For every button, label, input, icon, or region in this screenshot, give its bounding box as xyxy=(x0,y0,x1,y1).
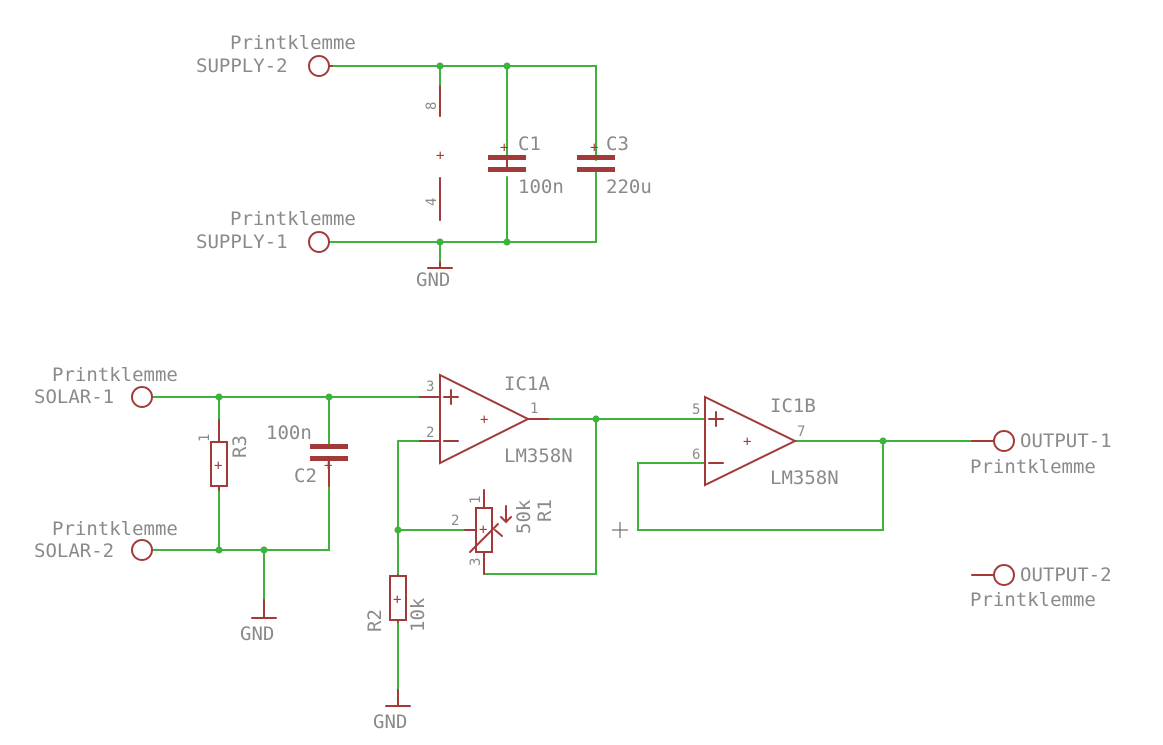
potentiometer-r1: + xyxy=(464,489,512,575)
wire-supply2-rail xyxy=(329,65,597,161)
wire-supply1-rail xyxy=(329,171,597,243)
r2-value: 10k xyxy=(407,597,429,632)
solar2-name: SOLAR-2 xyxy=(34,540,114,562)
c2-value: 100n xyxy=(266,422,312,444)
svg-text:+: + xyxy=(480,412,488,428)
output2-name: OUTPUT-2 xyxy=(1020,564,1112,586)
ic1a-name: IC1A xyxy=(504,373,550,395)
ic1b-pin6: 6 xyxy=(692,447,700,463)
output1-type: Printklemme xyxy=(970,456,1096,478)
supply2-type: Printklemme xyxy=(230,32,356,54)
svg-text:+: + xyxy=(590,140,598,156)
capacitor-c2: + xyxy=(310,444,348,487)
ic1a-pin3: 3 xyxy=(426,379,434,395)
r2-name: R2 xyxy=(364,609,386,632)
svg-text:+: + xyxy=(500,140,508,156)
c3-name: C3 xyxy=(606,133,629,155)
cursor-crosshair xyxy=(612,522,628,538)
gnd-symbol-top xyxy=(427,261,453,269)
gnd-label-left: GND xyxy=(240,623,274,645)
c3-value: 220u xyxy=(606,176,652,198)
connector-supply1[interactable] xyxy=(308,231,330,253)
solar2-type: Printklemme xyxy=(52,518,178,540)
c2-name: C2 xyxy=(294,465,317,487)
svg-text:+: + xyxy=(214,458,222,474)
gnd-label-top: GND xyxy=(416,269,450,291)
ic1b-part: LM358N xyxy=(770,467,839,489)
gnd-symbol-bottom xyxy=(385,689,411,707)
capacitor-c3: + xyxy=(577,140,615,172)
ic-power-plus-mark: + xyxy=(436,148,444,164)
resistor-r2: + xyxy=(389,574,407,623)
resistor-r3: + xyxy=(210,419,228,491)
supply-section: 8 4 + + C1 100n + C3 220u GND xyxy=(196,32,652,291)
r3-pin1: 1 xyxy=(197,434,213,442)
solar1-type: Printklemme xyxy=(52,364,178,386)
svg-text:+: + xyxy=(324,458,332,474)
gnd-symbol-left xyxy=(251,599,277,619)
ic1b-pin5: 5 xyxy=(692,402,700,418)
supply1-name: SUPPLY-1 xyxy=(196,231,288,253)
supply1-type: Printklemme xyxy=(230,208,356,230)
r1-pin2: 2 xyxy=(451,513,459,529)
solar1-name: SOLAR-1 xyxy=(34,386,114,408)
ic1a-part: LM358N xyxy=(504,445,573,467)
ic1b-pin7: 7 xyxy=(797,424,805,440)
svg-text:+: + xyxy=(479,522,487,538)
wire-solar2-ground-bus xyxy=(152,485,330,551)
output2-type: Printklemme xyxy=(970,589,1096,611)
connector-solar1[interactable] xyxy=(131,386,153,408)
ic1a-pin2: 2 xyxy=(426,425,434,441)
pin8-label: 8 xyxy=(424,102,440,110)
r1-name: R1 xyxy=(534,499,556,522)
connector-output2[interactable] xyxy=(971,564,1015,586)
ic1a-pin1: 1 xyxy=(530,401,538,417)
r1-pin1: 1 xyxy=(468,496,484,504)
connector-supply2[interactable] xyxy=(308,55,333,77)
ic1b-name: IC1B xyxy=(770,395,816,417)
opamp-ic1b: + xyxy=(704,395,798,487)
svg-text:+: + xyxy=(393,592,401,608)
output1-name: OUTPUT-1 xyxy=(1020,430,1112,452)
wire-ic1b-feedback xyxy=(637,440,884,531)
r3-name: R3 xyxy=(229,435,251,458)
pin4-label: 4 xyxy=(424,198,440,206)
wire-r1-pin3 xyxy=(483,418,597,575)
svg-text:+: + xyxy=(743,434,751,450)
c1-name: C1 xyxy=(518,133,541,155)
c1-value: 100n xyxy=(518,176,564,198)
connector-output1[interactable] xyxy=(971,430,1015,452)
supply2-name: SUPPLY-2 xyxy=(196,55,288,77)
gnd-label-bottom: GND xyxy=(373,711,407,733)
opamp-ic1a: + xyxy=(419,373,549,465)
r1-value: 50k xyxy=(513,499,535,534)
signal-section: + 1 R3 + 100n C2 GND + 3 2 1 IC1A LM358N xyxy=(34,364,1112,733)
connector-solar2[interactable] xyxy=(131,539,153,561)
capacitor-c1: + xyxy=(488,140,526,172)
r1-pin3: 3 xyxy=(468,558,484,566)
